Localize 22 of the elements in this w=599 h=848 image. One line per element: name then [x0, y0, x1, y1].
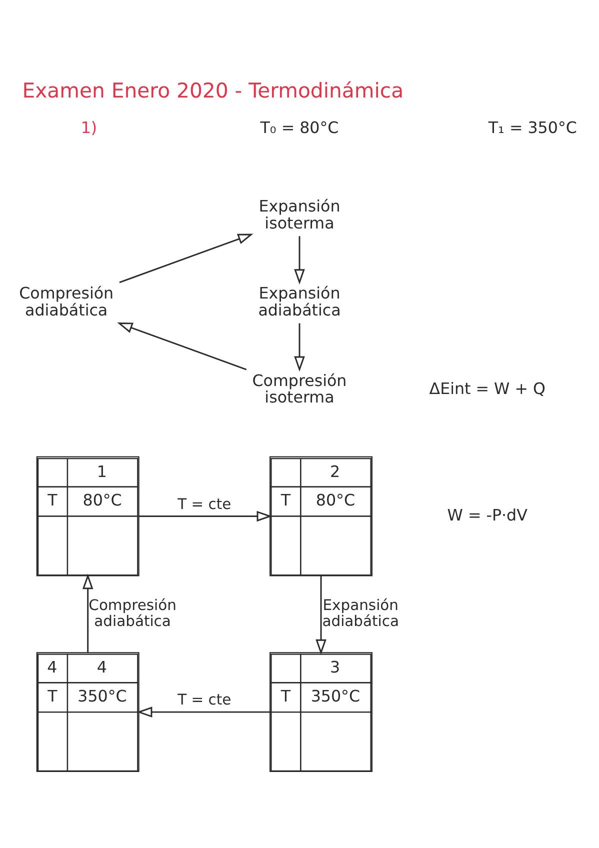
arrow [82, 574, 94, 653]
arrow [117, 322, 247, 370]
edge-label: T = cte [178, 496, 232, 513]
arrow [294, 323, 305, 372]
arrow [294, 236, 305, 284]
arrow [136, 706, 270, 718]
label: 1) [80, 118, 98, 137]
edge-label: Compresión adiabática [88, 597, 176, 630]
node-text: Expansión adiabática [258, 284, 341, 320]
arrow [139, 510, 272, 522]
label: ΔEint = W + Q [429, 379, 546, 398]
label: T₁ = 350°C [488, 118, 577, 137]
label: W = -P·dV [447, 505, 528, 524]
edge-label: T = cte [178, 692, 232, 709]
arrow [119, 234, 254, 284]
node-text: Compresión adiabática [19, 284, 114, 320]
node-text: Compresión isoterma [252, 370, 347, 407]
label: T₀ = 80°C [260, 118, 339, 137]
edge-label: Expansión adiabática [322, 597, 399, 630]
arrow [316, 576, 326, 655]
node-text: Expansión isoterma [258, 196, 340, 232]
diagram-title: Examen Enero 2020 - Termodinámica [22, 78, 404, 102]
